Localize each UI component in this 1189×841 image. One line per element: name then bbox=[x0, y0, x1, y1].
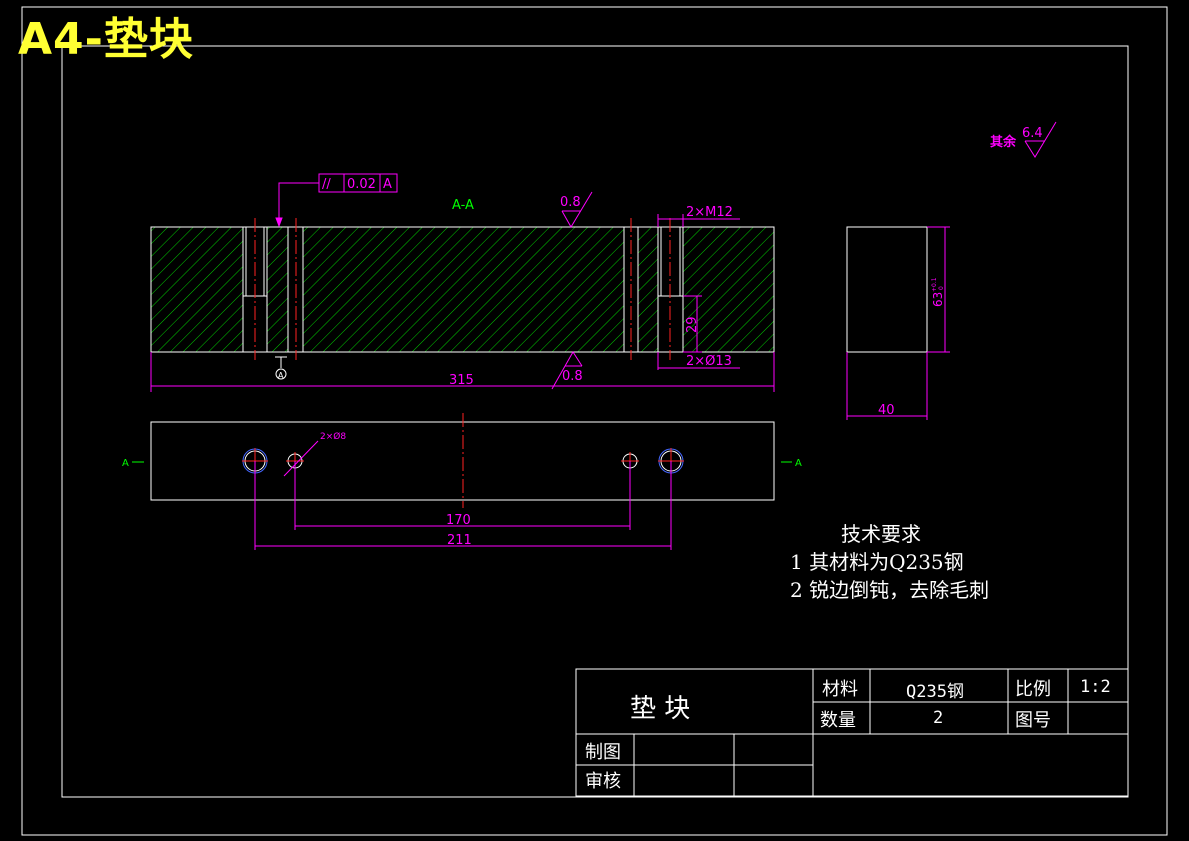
checked-label: 审核 bbox=[585, 771, 621, 792]
hole-right bbox=[623, 227, 639, 352]
dim-width bbox=[846, 352, 928, 420]
dim-thread bbox=[657, 214, 740, 227]
material-label: 材料 bbox=[822, 679, 858, 700]
dim-counterbore-value: 2×Ø13 bbox=[686, 354, 732, 369]
surface-finish-rest bbox=[1024, 121, 1057, 158]
drawing-no-label: 图号 bbox=[1015, 710, 1051, 731]
surface-finish-top-value: 0.8 bbox=[560, 195, 581, 210]
dim-length bbox=[150, 352, 775, 392]
dim-211-value: 211 bbox=[447, 533, 472, 548]
surface-finish-rest-label: 其余 bbox=[990, 134, 1017, 150]
dim-170-value: 170 bbox=[446, 513, 471, 528]
dim-depth-value: 29 bbox=[685, 316, 700, 333]
requirement-item: 2 锐边倒钝，去除毛刺 bbox=[790, 578, 990, 602]
part-outline bbox=[150, 226, 775, 353]
tolerance-value: 0.02 bbox=[347, 177, 376, 192]
title-block-grid bbox=[575, 668, 1129, 797]
hatch-segment bbox=[683, 227, 774, 352]
scale-value: 1:2 bbox=[1080, 677, 1111, 697]
quantity-label: 数量 bbox=[820, 710, 856, 731]
datum-symbol bbox=[275, 356, 287, 380]
section-mark-right: A bbox=[795, 458, 802, 469]
inner-border bbox=[61, 45, 1129, 798]
dim-170 bbox=[294, 461, 631, 530]
section-view bbox=[150, 218, 775, 360]
drawing-badge-title: A4-垫块 bbox=[18, 14, 194, 65]
scale-label: 比例 bbox=[1015, 679, 1051, 700]
dim-width-value: 40 bbox=[878, 403, 895, 418]
dim-length-value: 315 bbox=[449, 373, 474, 388]
material-value: Q235钢 bbox=[906, 682, 964, 702]
dim-counterbore bbox=[657, 352, 740, 370]
hole-left bbox=[287, 227, 304, 352]
hatch-segment bbox=[303, 227, 624, 352]
dim-depth bbox=[683, 295, 702, 353]
dim-thread-value: 2×M12 bbox=[686, 205, 733, 220]
side-view-outline bbox=[846, 226, 928, 353]
outer-border bbox=[21, 6, 1168, 836]
tolerance-datum: A bbox=[383, 177, 392, 192]
hatch-segment bbox=[638, 227, 658, 352]
surface-finish-bottom-value: 0.8 bbox=[562, 369, 583, 384]
surface-finish-rest-value: 6.4 bbox=[1022, 126, 1043, 141]
leader-small-holes bbox=[283, 440, 319, 477]
dim-small-holes-value: 2×Ø8 bbox=[320, 431, 346, 442]
section-mark-left: A bbox=[122, 458, 129, 469]
hatch-segment bbox=[267, 227, 288, 352]
part-name: 垫 块 bbox=[630, 694, 691, 724]
tolerance-symbol: // bbox=[322, 177, 331, 192]
quantity-value: 2 bbox=[933, 708, 944, 728]
requirements-heading: 技术要求 bbox=[841, 522, 921, 546]
surface-finish-top bbox=[561, 191, 593, 228]
section-label: A-A bbox=[452, 198, 474, 213]
dim-height-value: 63 bbox=[931, 292, 945, 307]
dim-height-tol-lower: 0 bbox=[938, 286, 945, 290]
dim-211 bbox=[254, 461, 672, 550]
dim-height-tol-upper: +0.1 bbox=[931, 277, 938, 292]
requirement-item: 1 其材料为Q235钢 bbox=[790, 550, 964, 574]
hatch-segment bbox=[151, 227, 243, 352]
drawn-label: 制图 bbox=[585, 742, 621, 763]
datum-letter: A bbox=[278, 371, 284, 380]
tolerance-frame bbox=[275, 173, 398, 228]
dim-height bbox=[927, 226, 950, 353]
surface-finish-bottom bbox=[551, 351, 583, 390]
